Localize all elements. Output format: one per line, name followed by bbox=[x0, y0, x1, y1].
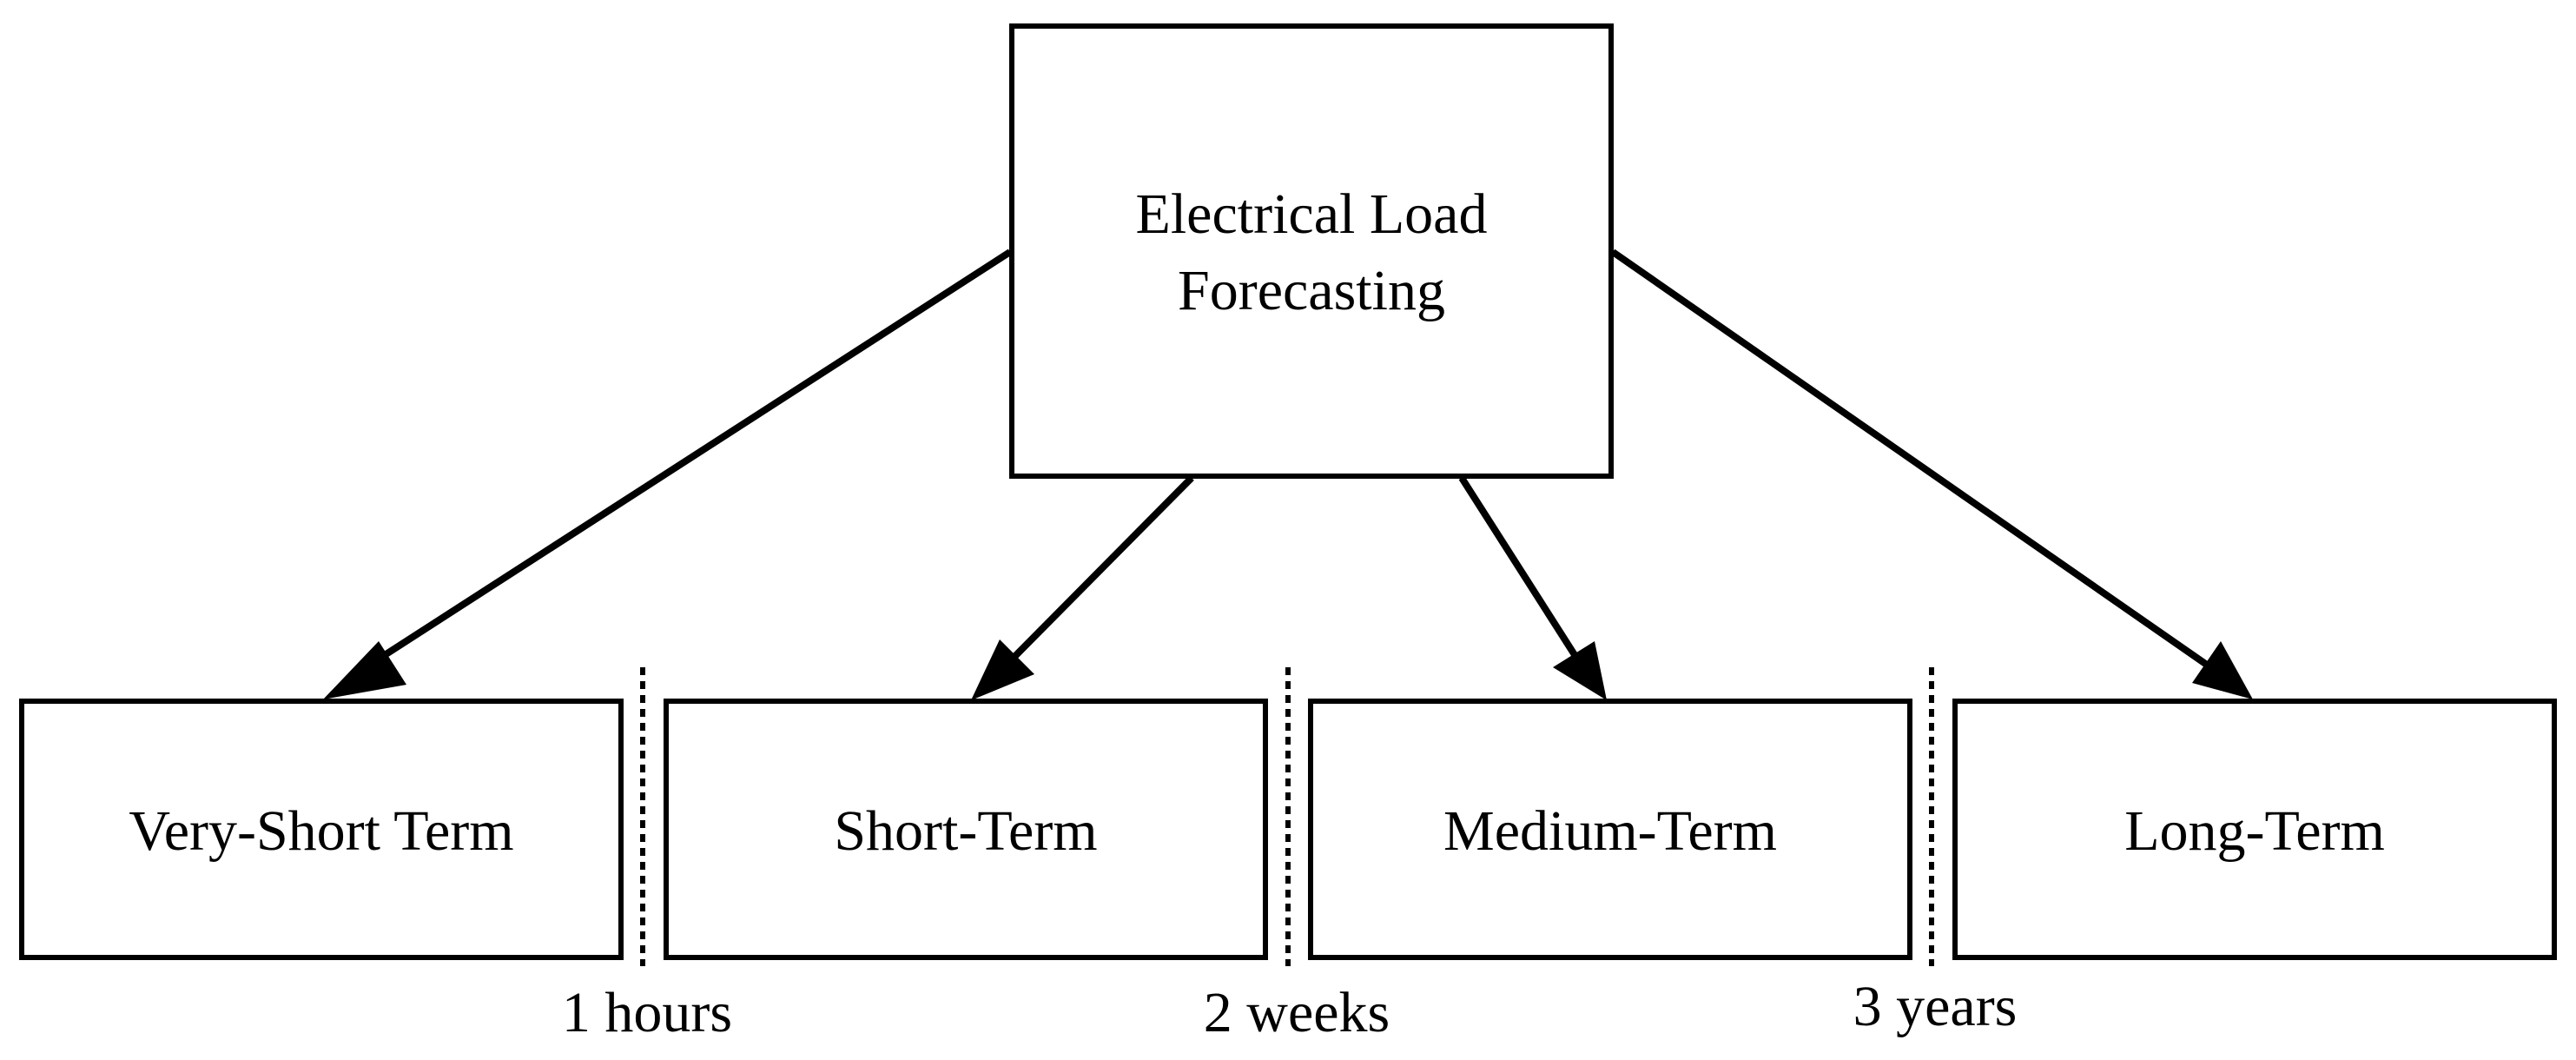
category-short-term: Short-Term bbox=[664, 699, 1268, 960]
edges bbox=[323, 248, 2253, 700]
category-medium-term: Medium-Term bbox=[1308, 699, 1912, 960]
category-long-term: Long-Term bbox=[1952, 699, 2557, 960]
boundary-label: 1 hours bbox=[562, 981, 732, 1044]
arrowhead-long-term bbox=[2192, 641, 2253, 699]
category-box bbox=[19, 699, 624, 960]
edge-very-short-term bbox=[360, 248, 1013, 672]
root-box bbox=[1009, 23, 1614, 479]
edge-long-term bbox=[1610, 248, 2216, 672]
category-label: Very-Short Term bbox=[129, 799, 513, 863]
boundary-1: 1 hours bbox=[562, 667, 732, 1044]
root-node: Electrical Load Forecasting bbox=[1009, 23, 1614, 479]
edge-medium-term bbox=[1458, 475, 1582, 663]
boundary-label: 2 weeks bbox=[1204, 981, 1390, 1044]
category-box bbox=[1952, 699, 2557, 960]
arrowhead-very-short-term bbox=[323, 641, 406, 699]
arrowhead-short-term bbox=[971, 639, 1034, 700]
root-label-line-2: Forecasting bbox=[1178, 259, 1445, 322]
category-very-short-term: Very-Short Term bbox=[19, 699, 624, 960]
arrowhead-medium-term bbox=[1553, 641, 1607, 700]
boundary-label: 3 years bbox=[1853, 975, 2018, 1038]
root-label-line-1: Electrical Load bbox=[1136, 182, 1488, 246]
category-box bbox=[1308, 699, 1912, 960]
category-label: Medium-Term bbox=[1443, 799, 1777, 863]
category-box bbox=[664, 699, 1268, 960]
boundary-2: 2 weeks bbox=[1204, 667, 1390, 1044]
edge-short-term bbox=[1003, 475, 1194, 668]
boundary-3: 3 years bbox=[1853, 667, 2018, 1038]
category-label: Short-Term bbox=[834, 799, 1097, 863]
category-label: Long-Term bbox=[2124, 799, 2385, 863]
